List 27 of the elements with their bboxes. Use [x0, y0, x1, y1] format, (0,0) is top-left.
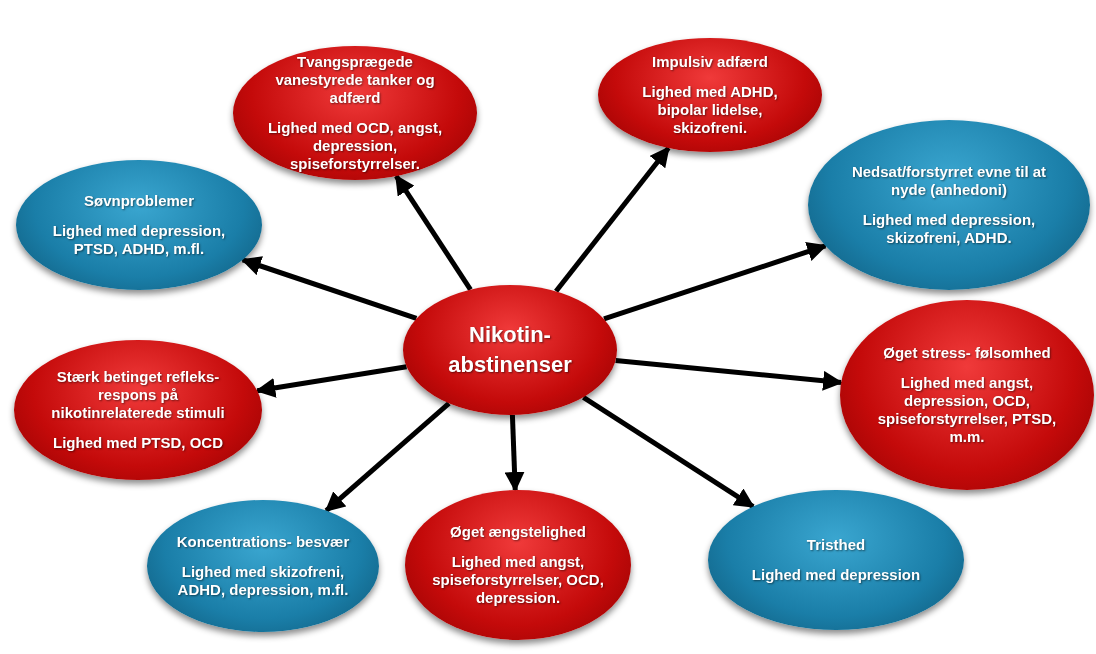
arrow: [240, 256, 418, 321]
node-title: Øget ængstelighed: [449, 523, 587, 541]
node-title: Stærk betinget refleks-respons på nikotinrelaterede stimuli: [50, 368, 226, 422]
arrow: [582, 395, 755, 509]
node-text: Lighed med OCD, angst, depression, spiseforstyrrelser.: [266, 119, 444, 173]
node-title: Øget stress- følsomhed: [882, 344, 1052, 362]
node-text: Lighed med depression, PTSD, ADHD, m.fl.: [51, 222, 227, 258]
arrow: [603, 242, 828, 322]
node-title: Impulsiv adfærd: [651, 53, 769, 71]
arrow: [324, 401, 451, 513]
node-text: Lighed med PTSD, OCD: [52, 434, 224, 452]
node-text: Lighed med depression: [751, 566, 921, 584]
node-text: Lighed med angst, spiseforstyrrelser, OCD, depression.: [431, 553, 605, 607]
node-title: Søvnproblemer: [83, 192, 195, 210]
node-title: Nedsat/forstyrret evne til at nyde (anhedoni): [850, 163, 1048, 199]
arrow: [255, 364, 407, 398]
node-text: Lighed med skizofreni, ADHD, depression, m.fl.: [176, 563, 350, 599]
node-text: Lighed med depression, skizofreni, ADHD.: [861, 211, 1037, 247]
node-title: Koncentrations- besvær: [175, 533, 351, 551]
arrow: [504, 414, 525, 492]
node-title: Nikotin- abstinenser: [447, 321, 573, 379]
arrow: [554, 146, 671, 293]
node-text: Lighed med angst, depression, OCD, spiseforstyrrelser, PTSD, m.m.: [876, 374, 1058, 446]
node-text: Lighed med ADHD, bipolar lidelse, skizofreni.: [641, 83, 779, 137]
node-title: Tristhed: [805, 536, 867, 554]
arrow: [394, 174, 473, 291]
node-title: Tvangsprægede vanestyrede tanker og adfærd: [274, 53, 436, 107]
